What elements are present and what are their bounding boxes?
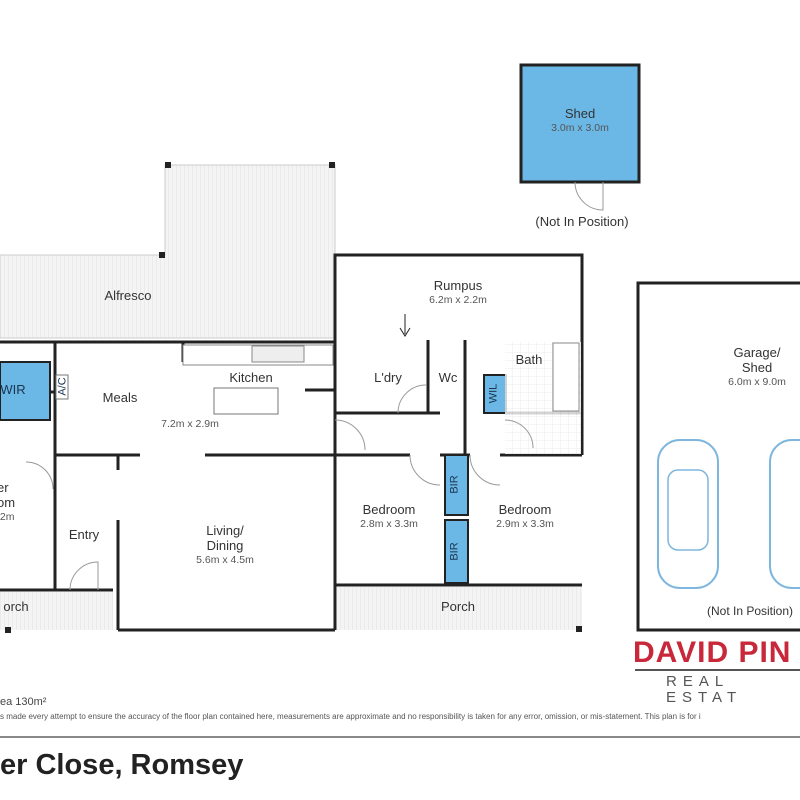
bir2-fill — [444, 519, 469, 584]
garage-outline — [636, 281, 800, 632]
sink — [251, 345, 305, 363]
porches — [0, 587, 582, 633]
kitchen-island — [213, 387, 279, 415]
room-dims: 2.9m x 3.3m — [496, 518, 554, 530]
room-entry: Entry — [68, 527, 100, 542]
room-alfresco: Alfresco — [104, 288, 152, 303]
room-kitchen: Kitchen — [229, 370, 273, 385]
room-name: Bedroom — [498, 502, 552, 517]
entry-arrow — [399, 314, 411, 337]
room-name: er om — [0, 480, 16, 510]
room-name: Living/ Dining — [206, 523, 244, 553]
room-dims: 6.0m x 9.0m — [728, 376, 786, 388]
doors — [25, 384, 534, 591]
room-porch-left: orch — [3, 599, 29, 614]
room-laundry: L'dry — [374, 370, 402, 385]
shed-note: (Not In Position) — [535, 214, 629, 229]
property-address-title: er Close, Romsey — [0, 749, 244, 781]
room-dims: .2m — [0, 511, 15, 523]
bir1-fill — [444, 454, 469, 516]
room-dims: 6.2m x 2.2m — [429, 294, 487, 306]
room-porch-right: Porch — [441, 599, 475, 614]
room-name: Garage/ Shed — [733, 345, 781, 375]
room-wc: Wc — [438, 370, 458, 385]
room-meals: Meals — [102, 390, 138, 405]
room-name: Bedroom — [362, 502, 416, 517]
room-bath: Bath — [515, 352, 543, 367]
bath-tub — [552, 342, 580, 412]
room-dims: 3.0m x 3.0m — [551, 122, 609, 134]
total-area: ea 130m² — [0, 696, 47, 708]
room-name: Shed — [564, 106, 596, 121]
disclaimer: s made every attempt to ensure the accur… — [0, 712, 701, 721]
room-dims: 2.8m x 3.3m — [360, 518, 418, 530]
room-master-bedroom: er om.2m — [0, 480, 15, 525]
brand-logo-subtitle: REAL ESTAT — [666, 673, 743, 706]
room-bir-1: BIR — [448, 475, 461, 494]
house-walls — [0, 325, 582, 632]
room-name: Rumpus — [433, 278, 483, 293]
rumpus-walls — [333, 253, 584, 455]
room-wir: WIR — [0, 382, 26, 397]
room-wil: WIL — [487, 383, 500, 404]
ac-label: A/C — [56, 377, 69, 396]
kitchen-dims: 7.2m x 2.9m — [161, 418, 219, 430]
room-dims: 5.6m x 4.5m — [196, 554, 254, 566]
alfresco-area — [0, 162, 336, 339]
wir-fill — [0, 361, 51, 421]
room-bir-2: BIR — [448, 542, 461, 561]
brand-logo: DAVID PIN — [633, 636, 792, 669]
shed-outline — [519, 63, 641, 211]
garage-note: (Not In Position) — [706, 604, 794, 618]
ac-unit — [55, 374, 69, 400]
